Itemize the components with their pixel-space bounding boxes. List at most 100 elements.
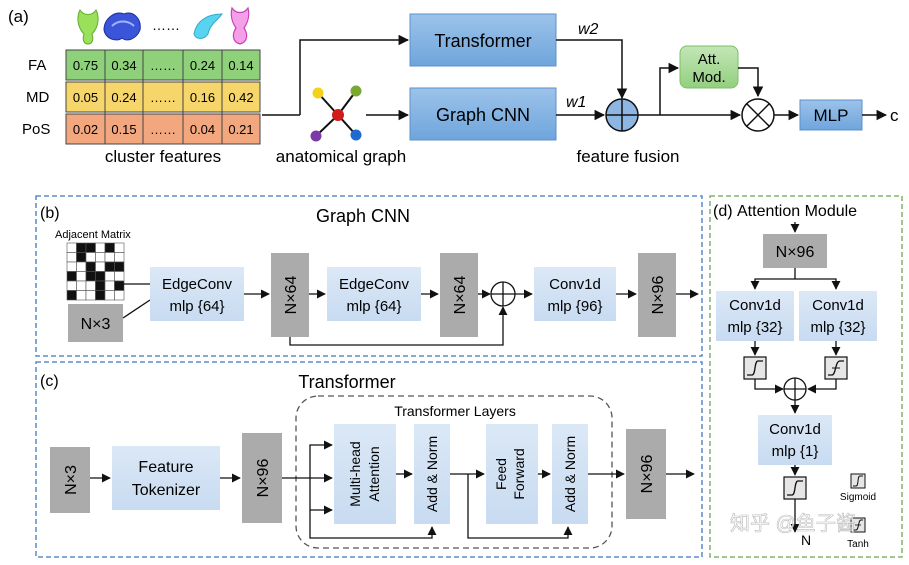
residual-add-icon-b — [490, 281, 516, 307]
add-norm-1-box — [414, 424, 450, 524]
panel-b-title: Graph CNN — [316, 206, 410, 226]
nx96-block-b — [638, 253, 676, 337]
adjacency-matrix-cell — [85, 242, 96, 253]
feature-table: 0.75 0.34 …… 0.24 0.14 0.05 0.24 …… 0.16… — [65, 49, 261, 145]
panel-a: (a) …… FA MD PoS 0.75 0. — [8, 6, 899, 166]
nx96-block-c-in — [242, 433, 282, 523]
tract-icon-cyan — [193, 13, 223, 39]
nx96-block-c-out — [626, 429, 666, 519]
add-norm-2-box — [552, 424, 588, 524]
conv1d-out-box — [758, 415, 832, 465]
fusion-add-icon — [605, 98, 639, 132]
conv1d-out-line2: mlp {1} — [772, 443, 819, 460]
tract-icon-blue — [103, 12, 141, 41]
table-cell: 0.42 — [228, 90, 253, 105]
anatomical-graph-caption: anatomical graph — [276, 147, 406, 166]
panel-b: (b) Graph CNN Adjacent Matrix N×3 EdgeCo… — [35, 195, 703, 357]
adjacency-matrix-cell — [95, 242, 106, 253]
row-label-pos: PoS — [22, 121, 50, 138]
legend-sigmoid-label: Sigmoid — [840, 492, 876, 503]
add-norm-1-label: Add & Norm — [424, 436, 440, 512]
table-cell: 0.75 — [73, 58, 98, 73]
panel-d-title: Attention Module — [737, 203, 857, 220]
adjacency-matrix-cell — [114, 242, 125, 253]
output-n: N — [801, 532, 811, 548]
legend-sigmoid-icon — [850, 473, 866, 489]
adjacency-matrix-icon — [66, 242, 125, 301]
conv1d-right-line1: Conv1d — [812, 297, 864, 314]
adjacency-matrix-cell — [104, 261, 115, 272]
panel-c-label: (c) — [40, 373, 59, 390]
multi-head-attention-box — [334, 424, 396, 524]
table-cell: 0.15 — [111, 122, 136, 137]
conv1d-left-box — [716, 291, 794, 341]
adjacency-matrix-cell — [76, 252, 87, 263]
adjacency-matrix-cell — [95, 280, 106, 291]
adjacency-matrix-cell — [76, 280, 87, 291]
adjacency-matrix-cell — [95, 261, 106, 272]
skip-connection-c2 — [467, 474, 573, 539]
add-norm-2-label: Add & Norm — [562, 436, 578, 512]
nx3-label-c: N×3 — [63, 465, 80, 495]
nx64-block-a — [271, 253, 309, 337]
adjacency-matrix-cell — [85, 261, 96, 272]
nx3-block-b — [68, 304, 123, 342]
conv1d-96-line2: mlp {96} — [547, 298, 602, 315]
edgeconv-1-line1: EdgeConv — [162, 276, 233, 293]
panel-a-label: (a) — [8, 7, 29, 26]
nx3-label-b: N×3 — [81, 316, 111, 333]
nx96-label-d: N×96 — [776, 244, 815, 261]
adjacency-matrix-cell — [114, 290, 125, 301]
adjacency-matrix-cell — [66, 252, 77, 263]
adjacency-matrix-cell — [95, 252, 106, 263]
adjacency-matrix-cell — [66, 280, 77, 291]
nx3-block-c — [50, 447, 90, 513]
adjacency-matrix-cell — [114, 261, 125, 272]
transformer-box — [409, 13, 557, 67]
nx64-label-a: N×64 — [283, 276, 300, 315]
add-icon-d — [783, 377, 807, 401]
adjacency-matrix-cell — [76, 242, 87, 253]
adjacency-matrix-cell — [114, 252, 125, 263]
arrow-tanh-to-add — [807, 379, 837, 394]
nx96-block-d — [763, 234, 827, 268]
table-cell: 0.34 — [111, 58, 136, 73]
mha-line1: Multi-head — [347, 441, 363, 506]
anatomical-graph-icon — [310, 85, 362, 142]
graph-cnn-box — [409, 87, 557, 141]
table-cell: 0.24 — [190, 58, 215, 73]
table-cell: 0.02 — [73, 122, 98, 137]
table-cell: 0.16 — [190, 90, 215, 105]
adjacency-matrix-cell — [104, 242, 115, 253]
arrow-sigmoid-to-add — [754, 379, 784, 394]
ellipsis-text: …… — [152, 17, 180, 33]
legend-tanh-label: Tanh — [847, 539, 869, 550]
transformer-box-label: Transformer — [434, 31, 531, 51]
row-label-fa: FA — [28, 57, 46, 74]
output-c: c — [890, 106, 899, 125]
multiply-icon — [741, 98, 775, 132]
tract-icon-magenta — [230, 6, 250, 45]
conv1d-left-line1: Conv1d — [729, 297, 781, 314]
panel-d-border — [709, 195, 903, 558]
adjacency-matrix-cell — [66, 242, 77, 253]
table-cell: 0.05 — [73, 90, 98, 105]
nx96-label-c-out: N×96 — [639, 455, 656, 494]
table-cell: …… — [150, 90, 176, 105]
panel-b-label: (b) — [40, 205, 60, 222]
edgeconv-1-box — [150, 267, 244, 321]
cluster-features-caption: cluster features — [105, 147, 221, 166]
arrow-mha-q — [309, 440, 333, 478]
adjacency-matrix-cell — [114, 271, 125, 282]
adjacency-matrix-cell — [85, 290, 96, 301]
edgeconv-2-line1: EdgeConv — [339, 276, 410, 293]
ff-line1: Feed — [493, 458, 509, 490]
adjacency-matrix-cell — [85, 271, 96, 282]
transformer-layers-frame — [295, 395, 613, 549]
mha-line2: Attention — [366, 446, 382, 501]
feature-fusion-caption: feature fusion — [576, 147, 679, 166]
mlp-box-label: MLP — [814, 106, 849, 125]
arrow-mha-v — [309, 478, 333, 515]
skip-connection-c1 — [309, 510, 437, 539]
